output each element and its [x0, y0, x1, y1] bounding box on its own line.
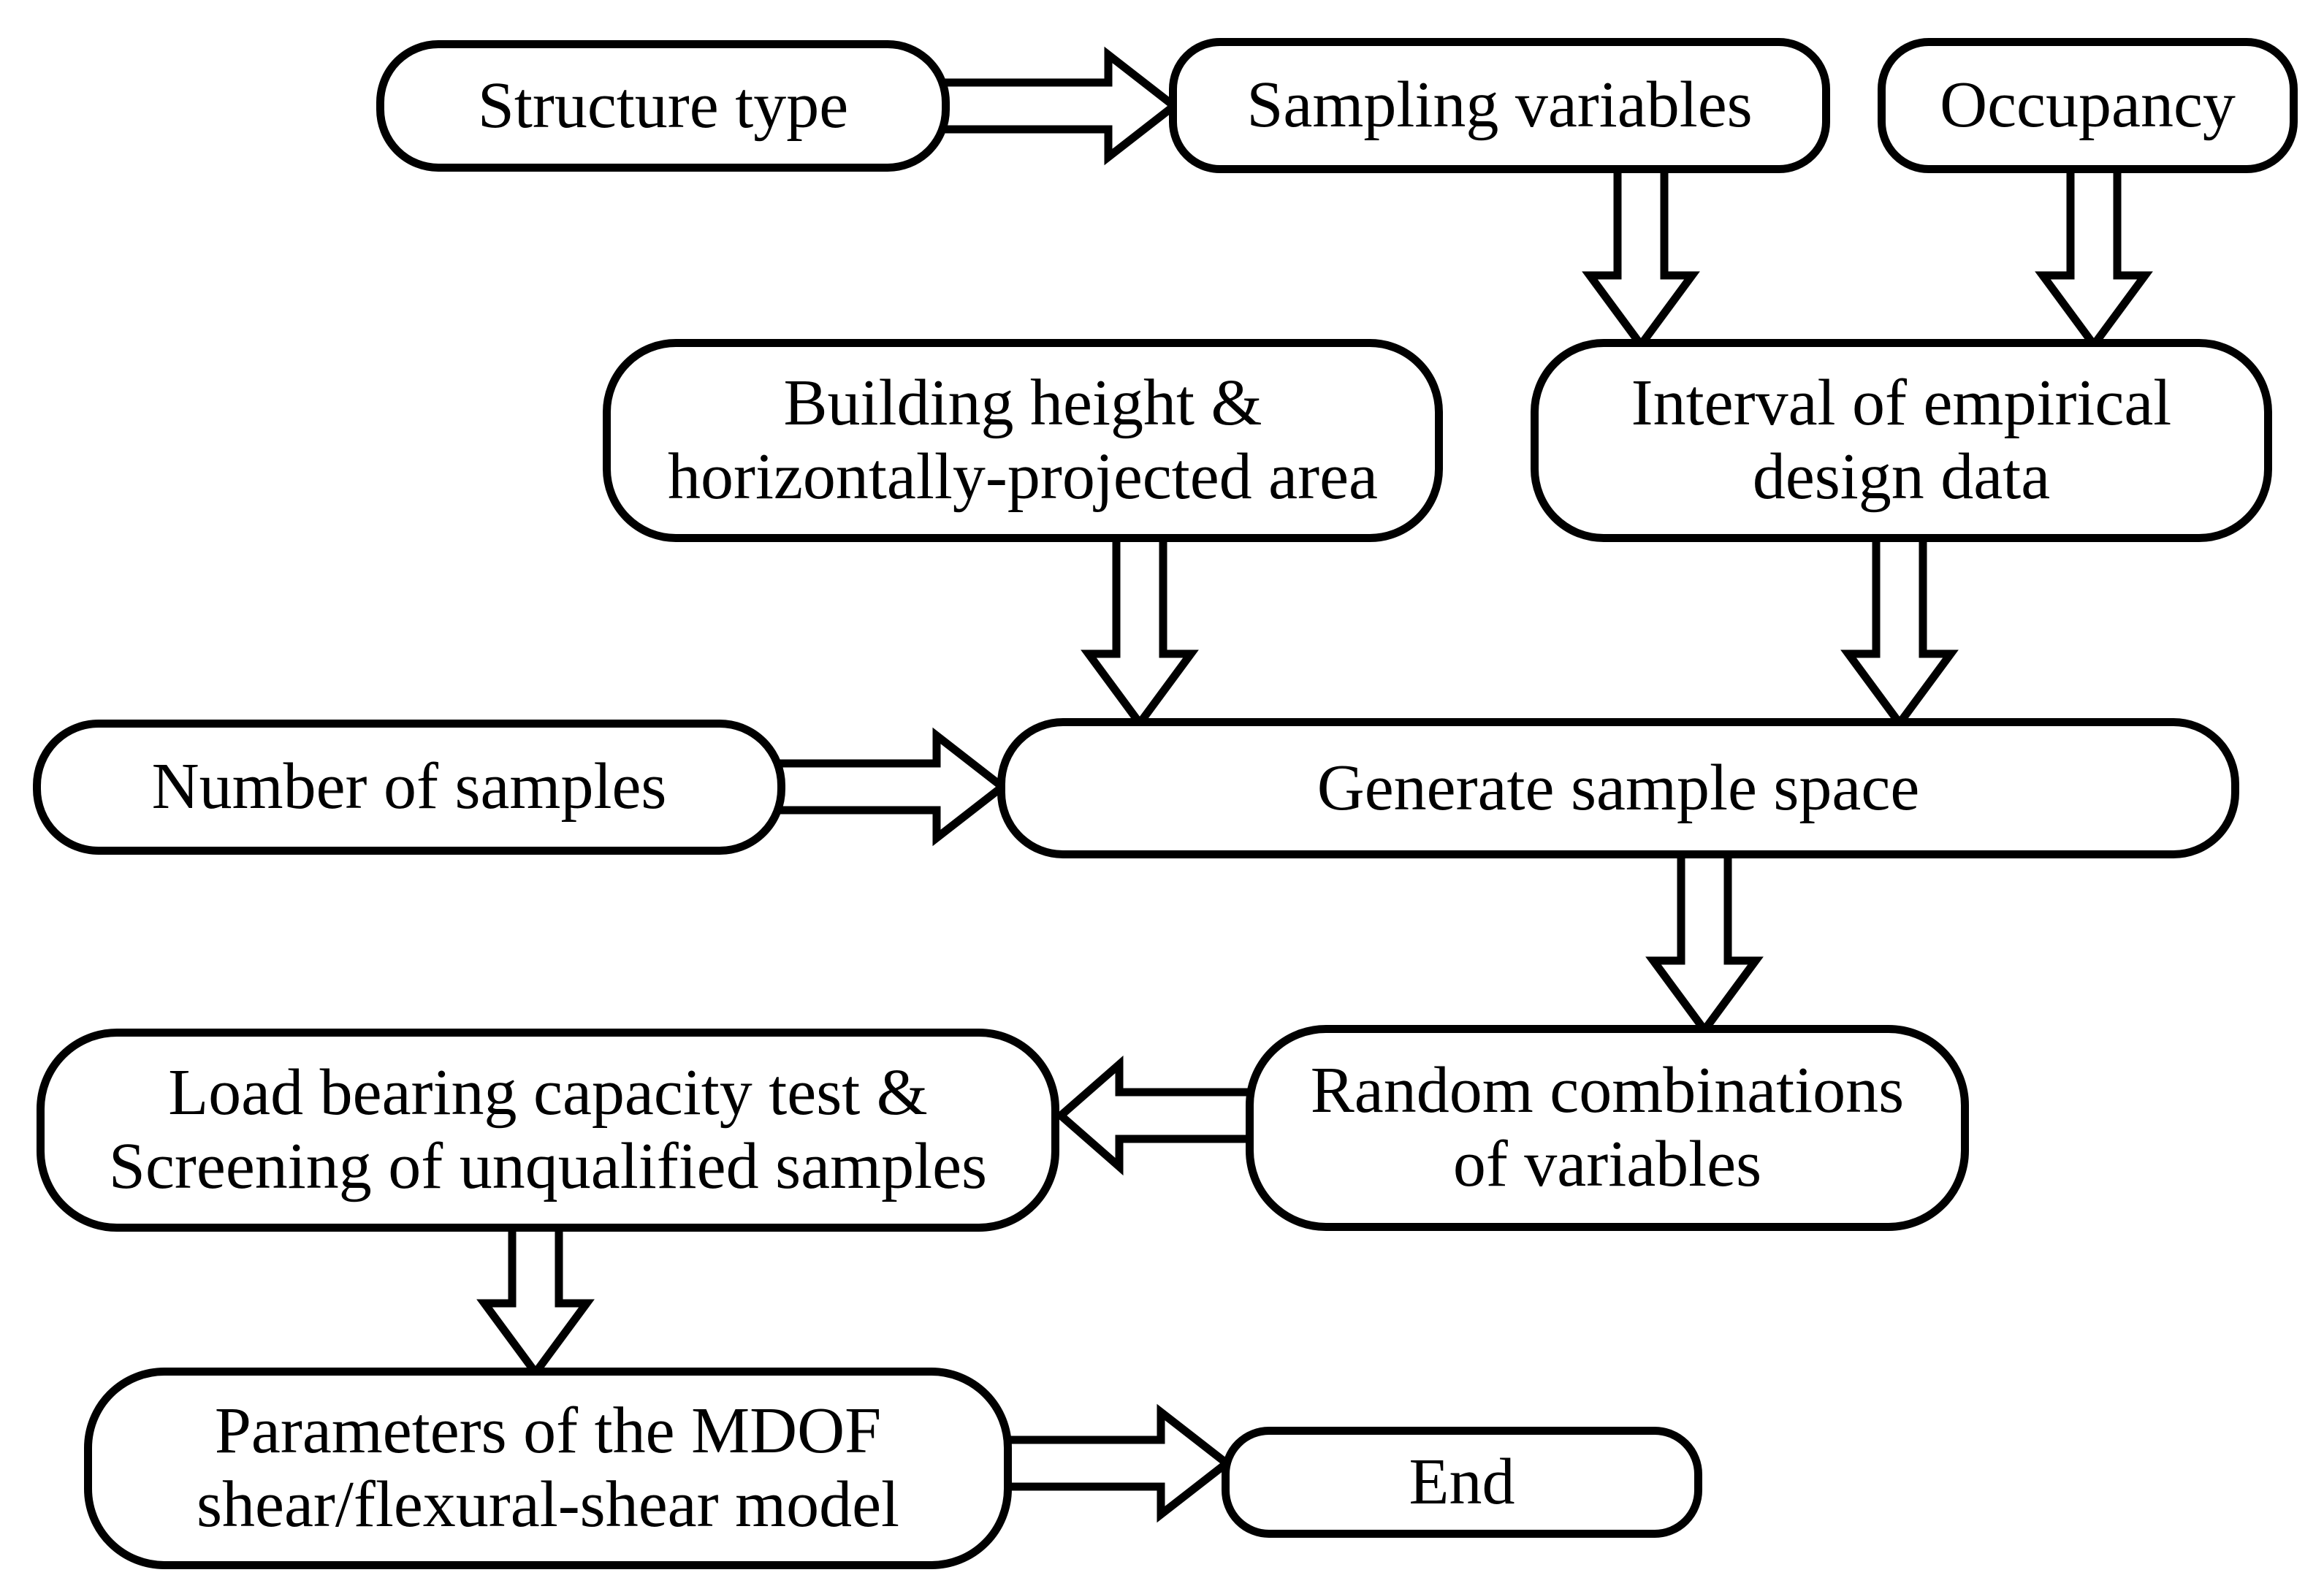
node-generate-sample-space-label: Generate sample space [1317, 751, 1920, 824]
node-number-of-samples-label: Number of samples [151, 750, 667, 823]
node-end: End [1222, 1427, 1702, 1538]
node-occupancy: Occupancy [1878, 38, 2298, 173]
node-load-bearing-label-line1: Load bearing capacity test & [168, 1056, 928, 1129]
arrow-samples-to-generate-icon [770, 727, 1009, 847]
node-end-label: End [1409, 1445, 1515, 1518]
node-random-combinations: Random combinations of variables [1246, 1025, 1969, 1231]
arrow-sampling-to-interval-icon [1582, 162, 1700, 352]
node-occupancy-label: Occupancy [1940, 69, 2236, 142]
arrow-parameters-to-end-icon [999, 1403, 1233, 1523]
arrow-generate-to-random-icon [1645, 845, 1764, 1037]
node-random-combinations-label-line2: of variables [1452, 1128, 1762, 1200]
node-sampling-variables: Sampling variables [1169, 38, 1830, 173]
node-building-height-label-line1: Building height & [783, 367, 1262, 440]
node-random-combinations-label-line1: Random combinations [1310, 1054, 1905, 1127]
node-parameters-mdof-label-line2: shear/flexural-shear model [196, 1468, 900, 1541]
node-interval-empirical-label-line2: design data [1752, 441, 2051, 513]
arrow-occupancy-to-interval-icon [2035, 162, 2153, 352]
node-sampling-variables-label: Sampling variables [1246, 69, 1753, 142]
node-structure-type-label: Structure type [477, 69, 849, 142]
arrow-structure-to-sampling-icon [938, 46, 1181, 166]
node-parameters-mdof: Parameters of the MDOF shear/flexural-sh… [84, 1368, 1012, 1569]
node-building-height: Building height & horizontally-projected… [603, 339, 1443, 542]
node-parameters-mdof-label-line1: Parameters of the MDOF [214, 1395, 882, 1468]
node-interval-empirical: Interval of empirical design data [1531, 339, 2272, 542]
node-generate-sample-space: Generate sample space [997, 718, 2239, 858]
arrow-random-to-loadbearing-icon [1054, 1055, 1257, 1176]
node-load-bearing: Load bearing capacity test & Screening o… [37, 1029, 1059, 1232]
node-interval-empirical-label-line1: Interval of empirical [1631, 367, 2172, 440]
arrow-loadbearing-to-parameters-icon [476, 1219, 595, 1380]
node-number-of-samples: Number of samples [33, 720, 785, 855]
arrow-building-to-generate-icon [1081, 529, 1199, 731]
arrow-interval-to-generate-icon [1840, 529, 1959, 731]
node-structure-type: Structure type [376, 40, 950, 172]
node-building-height-label-line2: horizontally-projected area [668, 441, 1378, 513]
node-load-bearing-label-line2: Screening of unqualified samples [108, 1130, 988, 1202]
